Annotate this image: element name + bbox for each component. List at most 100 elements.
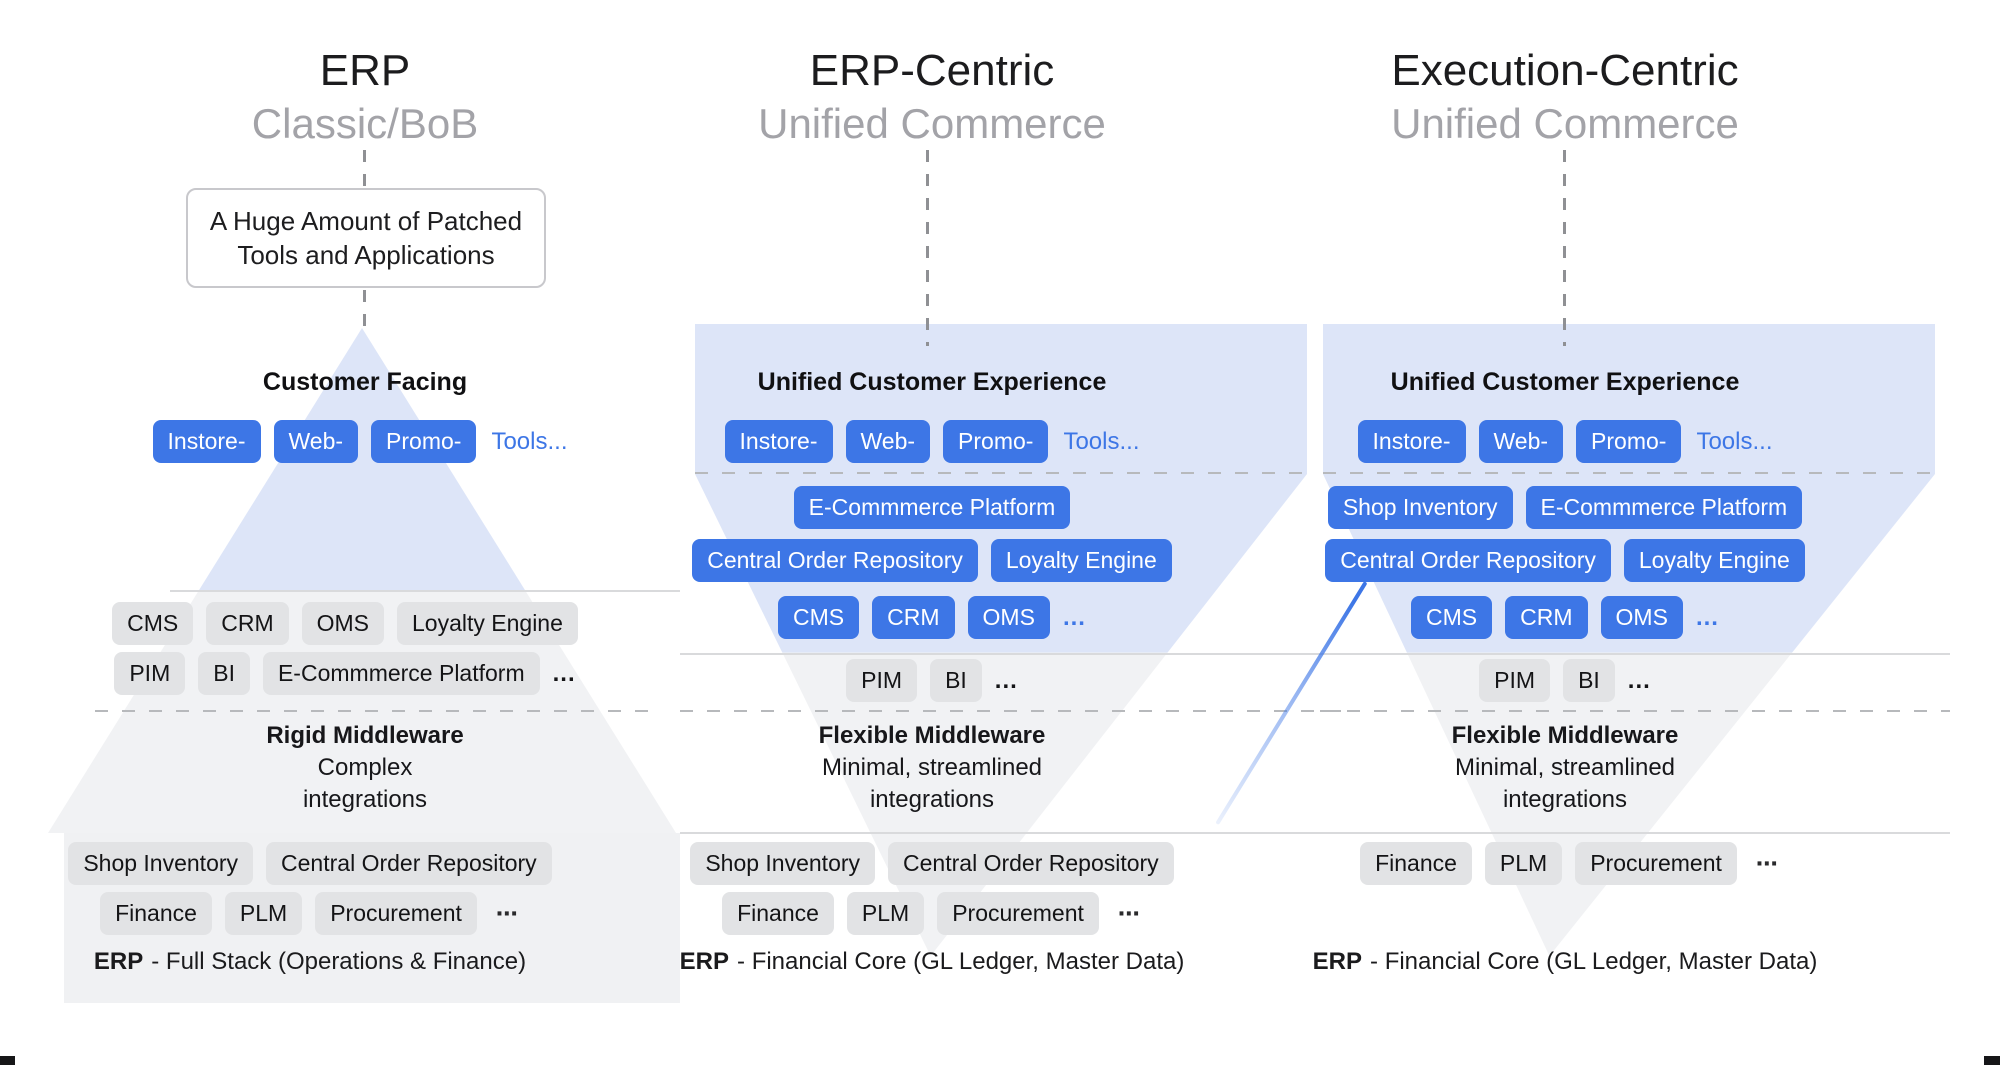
platform-row-1: E-Commmerce Platform: [632, 486, 1232, 529]
pill-promo: Promo-: [1576, 420, 1682, 463]
pill-ecommerce-platform: E-Commmerce Platform: [262, 652, 540, 695]
middleware-title: Rigid Middleware: [266, 722, 464, 749]
separator-line: [680, 653, 1345, 655]
corner-mark-right: [1984, 1056, 2000, 1065]
pill-promo: Promo-: [371, 420, 477, 463]
more-erp-ellipsis: ⋯: [1755, 850, 1780, 876]
more-erp-ellipsis: ⋯: [1117, 900, 1142, 926]
middleware-line2: integrations: [1502, 786, 1628, 813]
erp-caption: ERP- Full Stack (Operations & Finance): [0, 948, 620, 976]
tools-label: Tools...: [1063, 427, 1140, 455]
pill-loyalty-engine: Loyalty Engine: [990, 539, 1172, 582]
erp-row-2: Finance PLM Procurement ⋯: [632, 892, 1232, 935]
pill-oms: OMS: [301, 602, 384, 645]
column-title: Execution-Centric: [1391, 46, 1739, 95]
erp-label: ERP: [93, 948, 144, 975]
pill-cms: CMS: [112, 602, 194, 645]
apps-row-2: PIM BI E-Commmerce Platform ...: [35, 652, 655, 695]
column-title: ERP: [319, 46, 411, 95]
pill-loyalty-engine: Loyalty Engine: [1623, 539, 1805, 582]
callout-line1: A Huge Amount of Patched: [209, 206, 523, 236]
pill-web: Web-: [1478, 420, 1564, 463]
band-dashed-line: [695, 472, 1307, 474]
pill-shop-inventory: Shop Inventory: [1327, 486, 1513, 529]
middleware-line1: Minimal, streamlined: [1454, 754, 1676, 781]
pill-instore: Instore-: [724, 420, 833, 463]
pill-central-order-repository-erp: Central Order Repository: [888, 842, 1174, 885]
more-apps-ellipsis: ...: [552, 659, 576, 687]
more-apps-ellipsis: ...: [994, 666, 1018, 694]
erp-row-1: Shop Inventory Central Order Repository: [0, 842, 620, 885]
pill-bi: BI: [1563, 659, 1615, 702]
connector-dashed-line: [363, 150, 366, 186]
separator-line: [680, 832, 1345, 834]
patched-tools-callout: A Huge Amount of Patched Tools and Appli…: [186, 188, 546, 288]
pill-finance: Finance: [100, 892, 212, 935]
pill-finance: Finance: [1360, 842, 1472, 885]
pill-instore: Instore-: [152, 420, 261, 463]
layer-heading: Unified Customer Experience: [757, 368, 1107, 396]
customer-tools-row: Instore- Web- Promo- Tools...: [1265, 420, 1865, 463]
platform-row-3: CMS CRM OMS ...: [632, 596, 1232, 639]
erp-label: ERP: [1312, 948, 1363, 975]
connector-dashed-line: [363, 290, 366, 330]
erp-label: ERP: [679, 948, 730, 975]
erp-caption: ERP- Financial Core (GL Ledger, Master D…: [1265, 948, 1865, 976]
layer-heading: Customer Facing: [262, 368, 468, 396]
pill-shop-inventory: Shop Inventory: [68, 842, 254, 885]
middleware-title: Flexible Middleware: [818, 722, 1046, 749]
connector-dashed-line: [926, 150, 929, 346]
pill-plm: PLM: [846, 892, 925, 935]
corner-mark-left: [0, 1056, 15, 1065]
platform-row-3: CMS CRM OMS ...: [1265, 596, 1865, 639]
pill-pim: PIM: [846, 659, 918, 702]
separator-line: [1320, 832, 1950, 834]
pill-procurement: Procurement: [315, 892, 477, 935]
middleware-line1: Complex: [317, 754, 413, 781]
pill-pim: PIM: [114, 652, 186, 695]
pill-crm: CRM: [872, 596, 955, 639]
middleware-block: Flexible Middleware Minimal, streamlined…: [1315, 720, 1815, 816]
middleware-line2: integrations: [302, 786, 428, 813]
pill-web: Web-: [273, 420, 359, 463]
middleware-dashed-line: [680, 710, 1345, 712]
column-title-erp-centric: ERP-Centric Unified Commerce: [732, 46, 1132, 148]
column-subtitle: Unified Commerce: [1391, 100, 1739, 147]
pill-ecommerce-platform: E-Commmerce Platform: [793, 486, 1071, 529]
more-erp-ellipsis: ⋯: [495, 900, 520, 926]
pill-central-order-repository: Central Order Repository: [692, 539, 978, 582]
pill-crm: CRM: [1505, 596, 1588, 639]
erp-row-2: Finance PLM Procurement ⋯: [0, 892, 620, 935]
pill-procurement: Procurement: [937, 892, 1099, 935]
pill-central-order-repository: Central Order Repository: [266, 842, 552, 885]
customer-tools-row: Instore- Web- Promo- Tools...: [60, 420, 660, 463]
pill-cms: CMS: [778, 596, 860, 639]
pill-promo: Promo-: [943, 420, 1049, 463]
pill-crm: CRM: [206, 602, 289, 645]
erp-row-1: Shop Inventory Central Order Repository: [632, 842, 1232, 885]
apps-row: PIM BI ...: [632, 659, 1232, 702]
column-title-execution-centric: Execution-Centric Unified Commerce: [1365, 46, 1765, 148]
more-platform-ellipsis: ...: [1695, 603, 1719, 631]
apps-row-1: CMS CRM OMS Loyalty Engine: [35, 602, 655, 645]
middleware-title: Flexible Middleware: [1451, 722, 1679, 749]
layer-heading: Unified Customer Experience: [1390, 368, 1740, 396]
middleware-line2: integrations: [869, 786, 995, 813]
pill-ecommerce-platform: E-Commmerce Platform: [1525, 486, 1803, 529]
column-subtitle: Classic/BoB: [251, 100, 479, 147]
platform-row-2: Central Order Repository Loyalty Engine: [632, 539, 1232, 582]
separator-line: [170, 590, 680, 592]
more-platform-ellipsis: ...: [1062, 603, 1086, 631]
middleware-block: Flexible Middleware Minimal, streamlined…: [682, 720, 1182, 816]
platform-row-1: Shop Inventory E-Commmerce Platform: [1265, 486, 1865, 529]
apps-row: PIM BI ...: [1265, 659, 1865, 702]
erp-caption: ERP- Financial Core (GL Ledger, Master D…: [632, 948, 1232, 976]
more-apps-ellipsis: ...: [1627, 666, 1651, 694]
pill-plm: PLM: [1484, 842, 1563, 885]
column-title-erp-classic: ERP Classic/BoB: [115, 46, 615, 148]
pill-web: Web-: [845, 420, 931, 463]
band-dashed-line: [1323, 472, 1935, 474]
pill-oms: OMS: [1600, 596, 1683, 639]
middleware-block: Rigid Middleware Complex integrations: [115, 720, 615, 816]
